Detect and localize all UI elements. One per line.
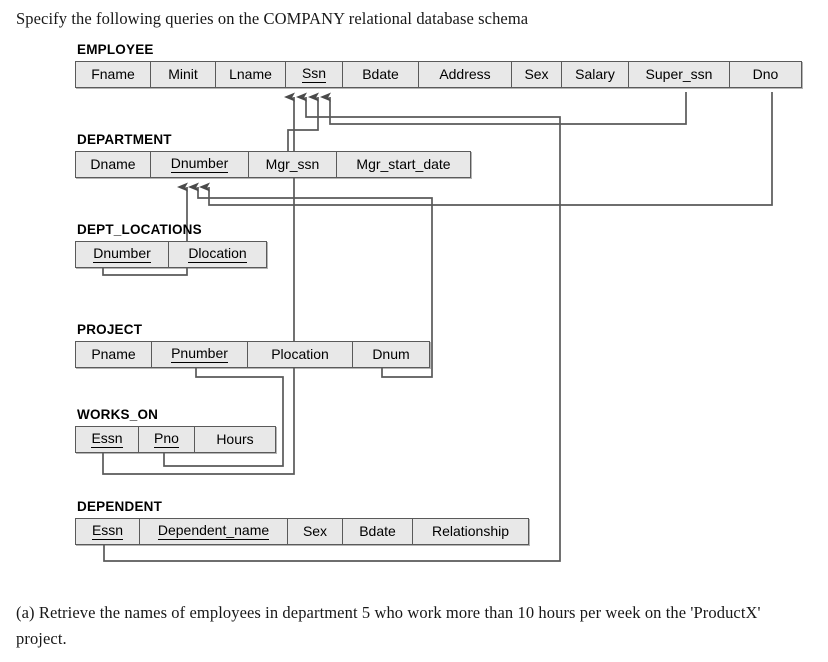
attribute-row-employee: Fname Minit Lname Ssn Bdate Address Sex … [75,61,802,88]
relation-name-dependent: DEPENDENT [77,499,163,514]
attribute-sex[interactable]: Sex [512,62,562,87]
attribute-lname[interactable]: Lname [216,62,286,87]
attribute-row-dependent: Essn Dependent_name Sex Bdate Relationsh… [75,518,529,545]
attribute-row-project: Pname Pnumber Plocation Dnum [75,341,430,368]
relation-dept-locations: DEPT_LOCATIONS Dnumber Dlocation [75,222,267,268]
attribute-pno[interactable]: Pno [139,427,195,452]
attribute-pname[interactable]: Pname [76,342,152,367]
attribute-plocation[interactable]: Plocation [248,342,353,367]
attribute-dep-bdate[interactable]: Bdate [343,519,413,544]
attribute-ssn[interactable]: Ssn [286,62,343,87]
attribute-mgr-start-date[interactable]: Mgr_start_date [337,152,470,177]
attribute-dependent-name[interactable]: Dependent_name [140,519,288,544]
attribute-fname[interactable]: Fname [76,62,151,87]
relation-name-works-on: WORKS_ON [77,407,159,422]
attribute-dname[interactable]: Dname [76,152,151,177]
relation-department: DEPARTMENT Dname Dnumber Mgr_ssn Mgr_sta… [75,132,471,178]
relation-project: PROJECT Pname Pnumber Plocation Dnum [75,322,430,368]
attribute-salary[interactable]: Salary [562,62,629,87]
attribute-mgr-ssn[interactable]: Mgr_ssn [249,152,337,177]
caption-text: (a) Retrieve the names of employees in d… [16,603,761,648]
attribute-dl-dnumber[interactable]: Dnumber [76,242,169,267]
attribute-hours[interactable]: Hours [195,427,275,452]
attribute-row-dept-locations: Dnumber Dlocation [75,241,267,268]
attribute-row-works-on: Essn Pno Hours [75,426,276,453]
company-schema-diagram: EMPLOYEE Fname Minit Lname Ssn Bdate Add… [75,42,802,562]
attribute-dep-sex[interactable]: Sex [288,519,343,544]
relation-name-project: PROJECT [77,322,143,337]
attribute-address[interactable]: Address [419,62,512,87]
attribute-dno[interactable]: Dno [730,62,801,87]
attribute-dep-essn[interactable]: Essn [76,519,140,544]
attribute-minit[interactable]: Minit [151,62,216,87]
attribute-bdate[interactable]: Bdate [343,62,419,87]
relation-name-dept-locations: DEPT_LOCATIONS [77,222,202,237]
attribute-dlocation[interactable]: Dlocation [169,242,266,267]
attribute-super-ssn[interactable]: Super_ssn [629,62,730,87]
relation-employee: EMPLOYEE Fname Minit Lname Ssn Bdate Add… [75,42,802,88]
relation-works-on: WORKS_ON Essn Pno Hours [75,407,276,453]
attribute-pnumber[interactable]: Pnumber [152,342,248,367]
attribute-row-department: Dname Dnumber Mgr_ssn Mgr_start_date [75,151,471,178]
attribute-dnumber[interactable]: Dnumber [151,152,249,177]
relation-name-employee: EMPLOYEE [77,42,154,57]
intro-text: Specify the following queries on the COM… [16,9,529,28]
relation-name-department: DEPARTMENT [77,132,172,147]
fk-employee-superssn-to-employee-ssn [320,92,687,125]
attribute-dnum[interactable]: Dnum [353,342,429,367]
attribute-wo-essn[interactable]: Essn [76,427,139,452]
attribute-relationship[interactable]: Relationship [413,519,528,544]
relation-dependent: DEPENDENT Essn Dependent_name Sex Bdate … [75,499,529,545]
